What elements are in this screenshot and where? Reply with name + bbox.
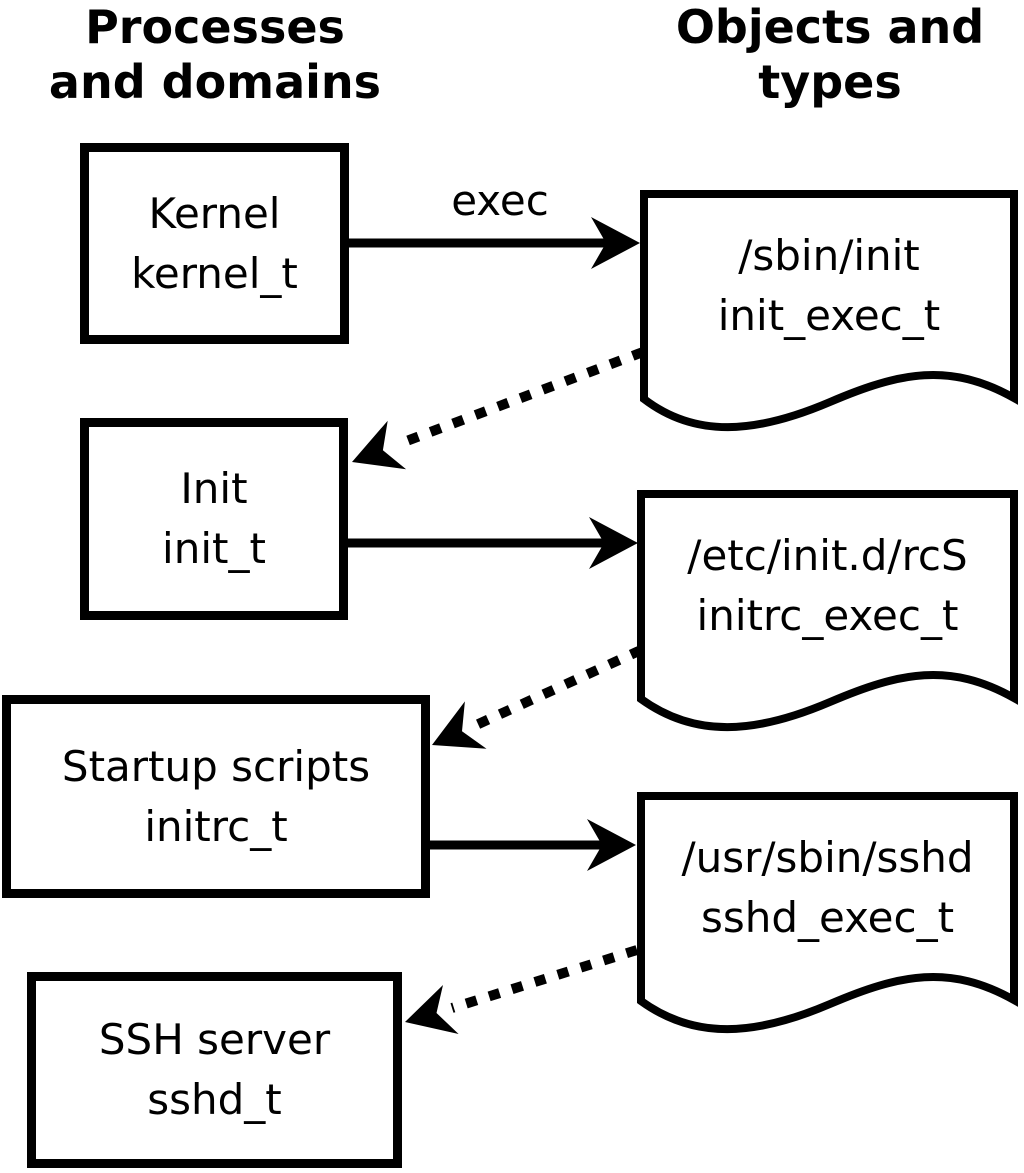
process-name: SSH server [98,1015,331,1064]
object-type: sshd_exec_t [700,893,955,942]
header-line: Processes [85,0,345,54]
exec-arrow-kernel-to-sbin-init [349,217,640,269]
object-label-sbin-init: /sbin/init init_exec_t [644,196,1014,376]
object-path: /usr/sbin/sshd [681,833,974,882]
process-name: Kernel [148,188,281,238]
header-line: Objects and [675,0,985,54]
document-shape-sbin-init [640,190,1018,432]
process-box-kernel: Kernel kernel_t [80,143,349,344]
header-line: and domains [48,55,382,109]
process-name: Startup scripts [61,741,371,791]
object-label-etc-initd-rcs: /etc/init.d/rcS initrc_exec_t [641,496,1014,676]
process-domain-type: sshd_t [147,1075,282,1124]
object-label-usr-sbin-sshd: /usr/sbin/sshd sshd_exec_t [641,798,1014,978]
process-box-init: Init init_t [80,418,348,620]
edge-label-exec: exec [451,176,549,225]
transition-arrow-sbin-init-to-init [352,347,645,470]
document-shape-usr-sbin-sshd [637,792,1018,1034]
process-name: Init [180,464,248,513]
column-header-objects: Objects and types [640,0,1020,110]
process-domain-type: kernel_t [131,248,298,298]
exec-arrow-initrc-to-sshd [430,819,636,871]
transition-arrow-rcs-to-initrc [432,645,644,749]
transition-arrow-sshd-to-sshserver [405,945,639,1034]
object-path: /sbin/init [738,231,920,280]
object-type: initrc_exec_t [696,591,959,640]
process-domain-type: init_t [162,524,266,573]
column-header-processes: Processes and domains [0,0,430,110]
header-line: types [758,55,902,109]
object-path: /etc/init.d/rcS [687,531,968,580]
process-box-startup-scripts: Startup scripts initrc_t [2,695,430,898]
exec-arrow-init-to-rcs [348,517,638,569]
object-type: init_exec_t [717,291,941,340]
process-domain-type: initrc_t [144,801,288,851]
process-box-ssh-server: SSH server sshd_t [27,972,402,1168]
document-shape-etc-initd-rcs [637,490,1018,732]
